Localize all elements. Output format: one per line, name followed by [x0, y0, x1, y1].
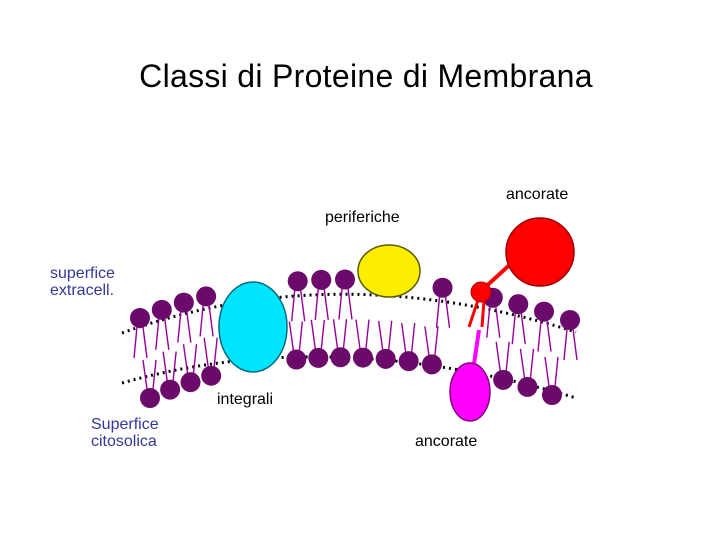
phospholipid-head — [493, 369, 514, 390]
lipid-tail — [434, 326, 439, 356]
lipid-tail — [537, 320, 542, 352]
lipid-tail — [505, 341, 510, 371]
lipid-tail — [155, 318, 160, 350]
anchored-protein-inner — [449, 362, 491, 422]
phospholipid-head — [398, 351, 419, 372]
lipid-tail — [323, 288, 329, 320]
label-cytosolic-surface: Superfice citosolica — [91, 416, 159, 450]
lipid-tail — [142, 326, 148, 359]
lipid-tail — [300, 290, 306, 322]
lipid-tail — [444, 296, 451, 328]
phospholipid-head — [508, 294, 529, 315]
label-peripheral: periferiche — [325, 209, 400, 226]
phospholipid-head — [352, 347, 373, 368]
phospholipid-head — [130, 308, 150, 328]
phospholipid-head — [311, 269, 332, 290]
lipid-tail — [298, 321, 304, 351]
phospholipid-head — [330, 347, 351, 368]
lipid-tail — [182, 344, 189, 374]
lipid-tail — [208, 305, 214, 337]
phospholipid-head — [517, 376, 538, 397]
lipid-tail — [544, 356, 550, 387]
lipid-tail — [177, 311, 182, 343]
label-anchored-inner: ancorate — [415, 433, 478, 450]
anchor-lipid-tail-left — [467, 299, 480, 328]
lipid-tail — [213, 337, 218, 367]
lipid-tail — [435, 296, 441, 328]
lipid-tail — [519, 348, 526, 379]
lipid-tail — [495, 306, 501, 338]
anchor-lipid-tail-right — [480, 299, 486, 328]
lipid-tail — [410, 323, 416, 353]
lipid-tail — [199, 305, 204, 337]
lipid-tail — [511, 313, 516, 345]
lipid-tail — [486, 306, 491, 338]
lipid-tail — [172, 351, 177, 381]
lipid-tail — [355, 319, 361, 349]
phospholipid-heads — [130, 269, 580, 408]
phospholipid-head — [151, 299, 172, 320]
phospholipid-head — [432, 277, 453, 298]
phospholipid-head — [160, 379, 181, 400]
phospholipid-head — [534, 301, 555, 322]
lipid-tail — [314, 288, 319, 320]
anchor-head-outer — [470, 281, 492, 303]
lipid-tail — [365, 319, 370, 349]
anchored-protein-outer — [505, 217, 575, 287]
phospholipid-head — [201, 365, 222, 386]
lipid-tail — [133, 326, 138, 359]
lipid-tail — [347, 288, 353, 320]
lipid-tail — [338, 288, 343, 320]
anchor-stalk-inner — [472, 329, 481, 365]
phospholipid-head — [421, 354, 442, 375]
lipid-tail — [192, 344, 198, 374]
lipid-tail — [563, 328, 568, 361]
phospholipid-head — [542, 385, 562, 405]
lipid-tail — [152, 359, 157, 390]
lipid-tail — [495, 341, 501, 371]
lipid-tail — [291, 290, 296, 322]
slide-title: Classi di Proteine di Membrana — [139, 58, 593, 94]
lipid-tail — [162, 351, 168, 381]
phospholipid-head — [287, 271, 308, 292]
lipid-tail — [320, 319, 325, 349]
lipid-tail — [332, 319, 339, 349]
peripheral-protein — [357, 244, 421, 298]
lipid-tail — [377, 320, 384, 350]
lipid-tail — [572, 328, 578, 361]
lipid-tail — [400, 323, 407, 353]
label-anchored-outer: ancorate — [506, 186, 569, 203]
lipid-tail — [387, 320, 393, 350]
phospholipid-head — [375, 348, 396, 369]
lipid-tail — [203, 337, 209, 367]
lipid-tail — [554, 356, 559, 387]
lipid-tail — [164, 318, 170, 350]
phospholipid-head — [286, 349, 307, 370]
phospholipid-head — [335, 269, 355, 290]
lipid-tail — [424, 326, 430, 356]
label-extracellular-surface: superfice extracell. — [50, 265, 115, 299]
phospholipid-head — [308, 347, 329, 368]
lipid-tail — [186, 311, 192, 343]
phospholipid-head — [140, 388, 160, 408]
phospholipid-head — [180, 372, 201, 393]
lipid-tail — [520, 313, 526, 345]
integral-protein — [218, 281, 288, 373]
phospholipid-head — [196, 286, 217, 307]
lipid-tail — [529, 348, 535, 379]
phospholipid-head — [173, 292, 194, 313]
lipid-tail — [342, 319, 348, 349]
lipid-tail — [142, 359, 148, 390]
label-integral: integrali — [217, 391, 274, 408]
lipid-tails — [133, 288, 578, 390]
lipid-tail — [546, 320, 552, 352]
lipid-tail — [310, 319, 316, 349]
phospholipid-head — [560, 310, 580, 330]
lipid-tail — [288, 321, 295, 351]
